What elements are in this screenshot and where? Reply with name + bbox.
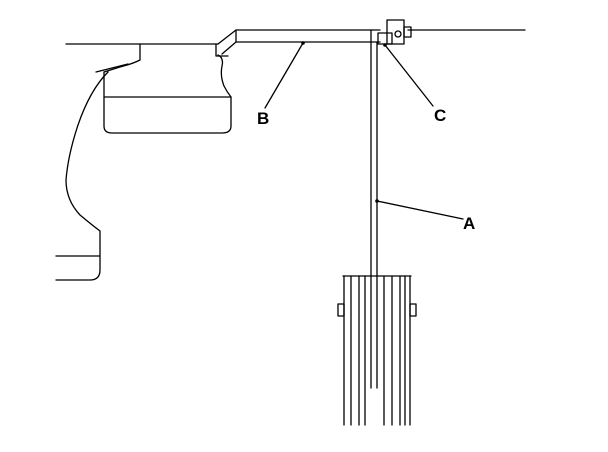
part-b-pipe (215, 29, 381, 57)
callout-a: A (463, 214, 475, 233)
frame-outline (65, 29, 526, 45)
part-c-clamp (377, 19, 412, 45)
callout-b: B (257, 109, 269, 128)
callout-c: C (434, 106, 446, 125)
leader-lines (264, 41, 464, 220)
lower-block (337, 275, 417, 426)
housing (55, 43, 232, 281)
part-a-rod (370, 29, 378, 389)
